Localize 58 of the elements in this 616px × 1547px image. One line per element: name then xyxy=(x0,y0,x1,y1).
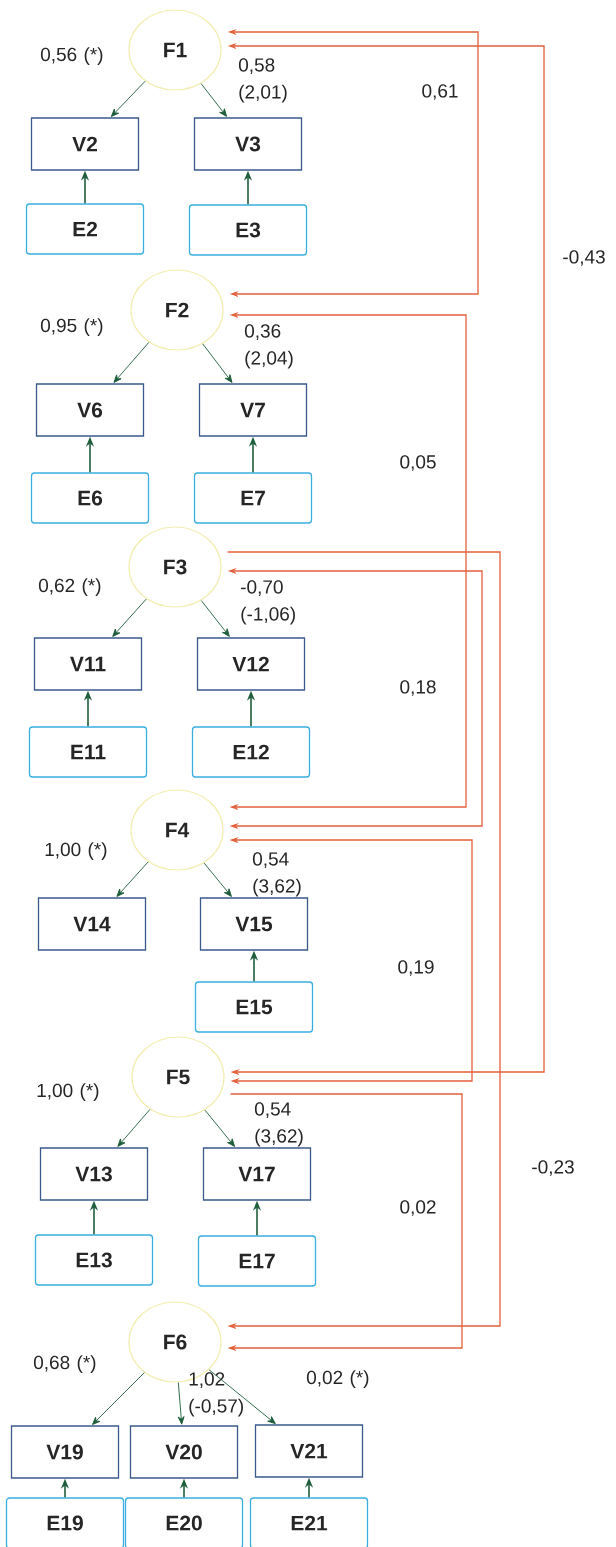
arrow xyxy=(92,1372,145,1425)
edge-label: 1,00 (*) xyxy=(45,842,107,860)
arrow xyxy=(203,862,232,897)
edge-label: 0,62 (*) xyxy=(38,578,101,596)
arrow xyxy=(112,598,147,637)
error-box: E20 xyxy=(124,1497,244,1547)
edge-label: -0,70 (-1,06) xyxy=(241,580,295,625)
error-box: E17 xyxy=(197,1235,317,1287)
edge-label: 0,02 xyxy=(398,1199,438,1217)
error-box: E7 xyxy=(193,472,313,524)
error-box: E12 xyxy=(191,726,311,778)
variable-box: V20 xyxy=(129,1425,239,1479)
arrow xyxy=(204,1109,235,1147)
arrow xyxy=(208,1369,276,1425)
error-box: E2 xyxy=(25,203,145,255)
edge-label: 0,19 xyxy=(396,959,436,977)
variable-box: V19 xyxy=(10,1425,120,1479)
edge-label: 0,18 xyxy=(398,679,438,697)
variable-box: V21 xyxy=(254,1424,364,1478)
edge-label: 0,95 (*) xyxy=(40,318,103,336)
error-box: E13 xyxy=(34,1234,154,1286)
variable-box: V7 xyxy=(198,383,308,437)
arrow xyxy=(200,83,227,117)
error-box: E11 xyxy=(28,726,148,778)
edge-label: 0,56 (*) xyxy=(40,47,103,65)
arrow xyxy=(226,551,501,1330)
error-box: E6 xyxy=(30,472,150,524)
edge-label: -0,43 xyxy=(561,249,607,267)
edge-label: 0,58 (2,01) xyxy=(238,58,287,103)
arrow xyxy=(113,341,150,383)
edge-label: 0,36 (2,04) xyxy=(244,324,293,369)
error-box: E21 xyxy=(249,1497,369,1547)
variable-box: V17 xyxy=(202,1147,312,1201)
arrow xyxy=(110,80,146,117)
variable-box: V13 xyxy=(39,1147,149,1201)
arrow xyxy=(177,1382,185,1425)
edge-label: 0,05 xyxy=(398,454,438,472)
variable-box: V12 xyxy=(196,637,306,691)
edge-label: 0,61 xyxy=(420,83,460,101)
edge-label: -0,23 xyxy=(530,1159,576,1177)
error-box: E15 xyxy=(194,981,314,1033)
variable-box: V2 xyxy=(30,117,140,171)
variable-box: V3 xyxy=(193,117,303,171)
edge-label: 0,02 (*) xyxy=(306,1370,369,1388)
arrow xyxy=(202,343,233,383)
variable-box: V15 xyxy=(199,897,309,951)
edge-label: 1,00 (*) xyxy=(37,1083,99,1101)
variable-box: V11 xyxy=(33,637,143,691)
variable-box: V14 xyxy=(37,897,147,951)
arrow xyxy=(116,861,149,897)
edge-label: 0,68 (*) xyxy=(33,1355,96,1373)
arrow xyxy=(117,1108,151,1147)
error-box: E19 xyxy=(5,1497,125,1547)
edge-label: 0,54 (3,62) xyxy=(254,1102,303,1147)
error-box: E3 xyxy=(188,204,308,256)
variable-box: V6 xyxy=(35,383,145,437)
edge-label: 0,54 (3,62) xyxy=(252,852,301,897)
arrow xyxy=(200,600,230,637)
